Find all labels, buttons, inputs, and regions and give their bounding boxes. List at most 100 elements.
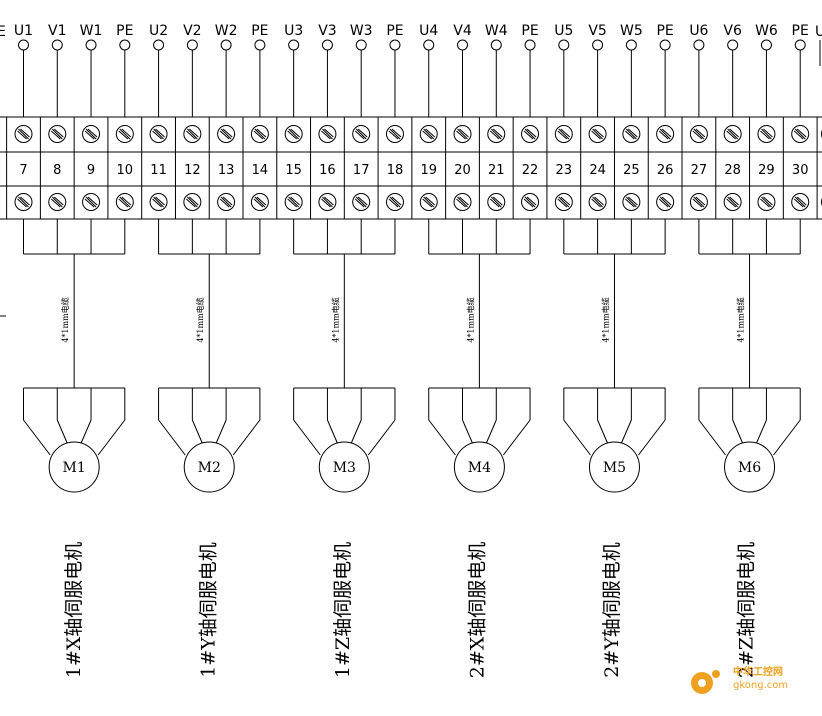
motor-lead xyxy=(80,419,92,444)
screw-slot xyxy=(456,130,466,140)
screw-slot xyxy=(186,128,198,140)
terminal-number: 18 xyxy=(387,163,404,178)
screw-slot xyxy=(729,196,740,206)
screw-slot xyxy=(152,198,162,208)
screw-slot xyxy=(119,196,131,208)
screw-slot xyxy=(661,128,672,138)
terminal-number: 14 xyxy=(252,163,269,178)
screw-slot xyxy=(389,128,401,140)
motor-id: M3 xyxy=(333,460,356,476)
screw-slot xyxy=(592,196,603,208)
terminal-pin xyxy=(254,39,266,51)
cable-label: 4*1mm电缆 xyxy=(195,297,205,342)
screw-slot xyxy=(594,128,604,138)
motor-lead xyxy=(56,419,68,444)
screw-slot xyxy=(794,196,806,208)
screw-slot xyxy=(591,130,601,140)
terminal-number: 28 xyxy=(724,163,741,178)
screw-slot xyxy=(591,198,601,208)
screw-slot xyxy=(557,198,568,208)
motor-lead xyxy=(621,419,632,444)
terminal-label: W1 xyxy=(80,23,103,39)
screw-slot xyxy=(322,128,333,140)
terminal-pin xyxy=(186,39,198,51)
screw-slot xyxy=(119,128,131,140)
terminal-number: 8 xyxy=(53,163,61,178)
motor-lead xyxy=(773,419,801,456)
screw-slot xyxy=(51,128,63,140)
screw-slot xyxy=(186,130,196,140)
screw-slot xyxy=(693,128,705,140)
screw-slot xyxy=(288,196,300,208)
screw-slot xyxy=(523,130,534,140)
terminal-number: 21 xyxy=(488,163,505,178)
terminal-pin xyxy=(558,39,570,51)
screw-slot xyxy=(625,198,635,208)
screw-slot xyxy=(17,198,27,208)
screw-slot xyxy=(121,128,132,138)
screw-slot xyxy=(18,196,29,208)
terminal-pin xyxy=(389,39,401,51)
terminal-label: W5 xyxy=(620,23,643,39)
terminal-pin xyxy=(659,39,671,51)
screw-slot xyxy=(253,130,264,140)
screw-slot xyxy=(524,196,536,208)
screw-slot xyxy=(626,196,637,208)
motor-lead xyxy=(23,419,51,456)
terminal-pin xyxy=(693,39,705,51)
terminal-label: PE xyxy=(116,23,133,39)
screw-slot xyxy=(492,128,503,138)
edge-left-label: E xyxy=(0,24,6,40)
screw-slot xyxy=(526,196,537,206)
motor-lead xyxy=(698,419,726,456)
cable-label: 4*1mm电缆 xyxy=(600,297,610,342)
screw-slot xyxy=(388,130,399,140)
screw-slot xyxy=(727,128,739,140)
terminal-label: W6 xyxy=(755,23,778,39)
terminal-label: U3 xyxy=(284,23,303,39)
gear-icon xyxy=(691,670,720,694)
terminal-pin xyxy=(592,39,604,51)
screw-slot xyxy=(121,196,132,206)
screw-slot xyxy=(18,128,29,140)
motor-lead xyxy=(597,419,608,444)
screw-slot xyxy=(324,128,334,138)
terminal-pin xyxy=(524,39,536,51)
motor-lead xyxy=(638,419,666,456)
motor-lead xyxy=(158,419,186,456)
motor-lead xyxy=(485,419,497,444)
screw-slot xyxy=(355,196,367,208)
cable-label: 4*1mm电缆 xyxy=(736,297,746,342)
screw-slot xyxy=(592,128,603,140)
terminal-pin xyxy=(490,39,502,51)
motor-id: M1 xyxy=(63,460,86,476)
edge-right-label: U xyxy=(815,24,822,40)
screw-slot xyxy=(727,196,739,208)
watermark: 中华工控网 gkong.com xyxy=(691,665,788,694)
terminal-label: U4 xyxy=(419,23,438,39)
motor-lead xyxy=(756,419,767,444)
terminal-number: 24 xyxy=(589,163,606,178)
terminal-label: U1 xyxy=(14,23,33,39)
terminal-pin xyxy=(727,39,739,51)
screw-slot xyxy=(459,128,469,138)
motor-caption: 2#Z轴伺服电机 xyxy=(736,542,758,678)
terminal-number: 15 xyxy=(285,163,302,178)
motor-caption: 2#Y轴伺服电机 xyxy=(601,542,623,678)
motor-caption: 1#Z轴伺服电机 xyxy=(332,542,354,678)
screw-slot xyxy=(288,128,300,140)
screw-slot xyxy=(726,130,737,140)
motor-lead xyxy=(97,419,126,456)
screw-slot xyxy=(693,196,705,208)
screw-slot xyxy=(321,130,331,140)
screw-slot xyxy=(425,196,436,206)
screw-slot xyxy=(793,130,804,140)
screw-slot xyxy=(153,128,164,140)
terminal-number: 11 xyxy=(150,163,167,178)
motor-lead xyxy=(563,419,591,456)
motor-caption: 1#Y轴伺服电机 xyxy=(198,542,220,678)
terminal-number: 26 xyxy=(657,163,674,178)
terminal-pin xyxy=(355,39,367,51)
terminal-number: 20 xyxy=(454,163,471,178)
terminal-number: 29 xyxy=(758,163,775,178)
